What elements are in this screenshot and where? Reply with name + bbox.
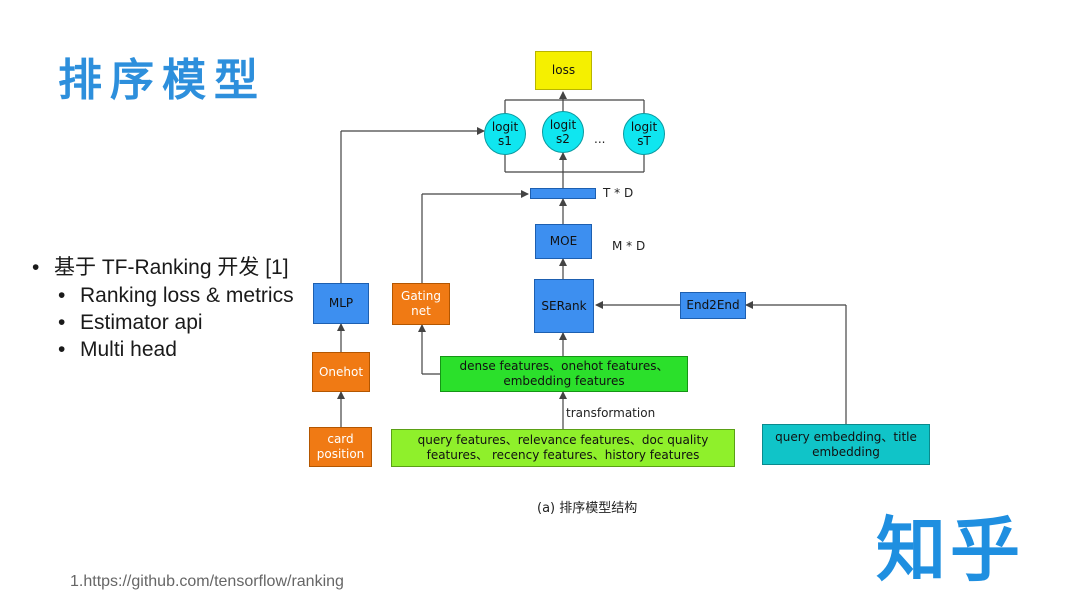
bullet-text: 基于 TF-Ranking 开发 [1] — [54, 256, 289, 279]
logit-s1-node: logit s1 — [484, 113, 526, 155]
md-label: M * D — [612, 239, 646, 253]
loss-node: loss — [535, 51, 592, 90]
bullet-item: • 基于 TF-Ranking 开发 [1] — [32, 254, 294, 282]
bullet-text: Estimator api — [80, 311, 203, 334]
gating-net-label: Gating net — [401, 289, 441, 318]
card-position-label: card position — [316, 432, 365, 461]
dense-features-node: dense features、onehot features、 embeddin… — [440, 356, 688, 392]
bullet-text: Multi head — [80, 338, 177, 361]
bullet-item: • Ranking loss & metrics — [32, 282, 294, 309]
bullet-dot: • — [58, 284, 66, 307]
transformation-label: transformation — [566, 406, 656, 420]
query-features-node: query features、relevance features、doc qu… — [391, 429, 735, 467]
bullet-item: • Estimator api — [32, 309, 294, 336]
end2end-node: End2End — [680, 292, 746, 319]
logit-s1-label: logit s1 — [491, 120, 519, 148]
card-position-node: card position — [309, 427, 372, 467]
bullet-dot: • — [58, 338, 66, 361]
bullet-text: Ranking loss & metrics — [80, 284, 294, 307]
bullet-list: • 基于 TF-Ranking 开发 [1] • Ranking loss & me… — [32, 254, 294, 363]
zhihu-logo: 知乎 — [876, 509, 1024, 591]
bullet-dot: • — [58, 311, 66, 334]
logit-s2-node: logit s2 — [542, 111, 584, 153]
diagram-caption: (a) 排序模型结构 — [537, 501, 638, 516]
gating-net-node: Gating net — [392, 283, 450, 325]
logit-sT-node: logit sT — [623, 113, 665, 155]
dense-features-label: dense features、onehot features、 embeddin… — [459, 359, 669, 388]
logit-ellipsis: ... — [594, 132, 606, 146]
logit-s2-label: logit s2 — [549, 118, 577, 146]
bullet-dot: • — [32, 256, 40, 279]
mlp-node: MLP — [313, 283, 369, 324]
query-embedding-label: query embedding、title embedding — [775, 429, 917, 459]
moe-node: MOE — [535, 224, 592, 259]
td-label: T * D — [603, 186, 634, 200]
concat-bar-node — [530, 188, 596, 199]
slide-title: 排序模型 — [58, 55, 266, 106]
query-embedding-node: query embedding、title embedding — [762, 424, 930, 465]
logit-sT-label: logit sT — [630, 120, 658, 148]
bullet-item: • Multi head — [32, 336, 294, 363]
serank-node: SERank — [534, 279, 594, 333]
onehot-node: Onehot — [312, 352, 370, 392]
footnote-link[interactable]: 1.https://github.com/tensorflow/ranking — [70, 573, 344, 590]
query-features-label: query features、relevance features、doc qu… — [417, 433, 709, 462]
